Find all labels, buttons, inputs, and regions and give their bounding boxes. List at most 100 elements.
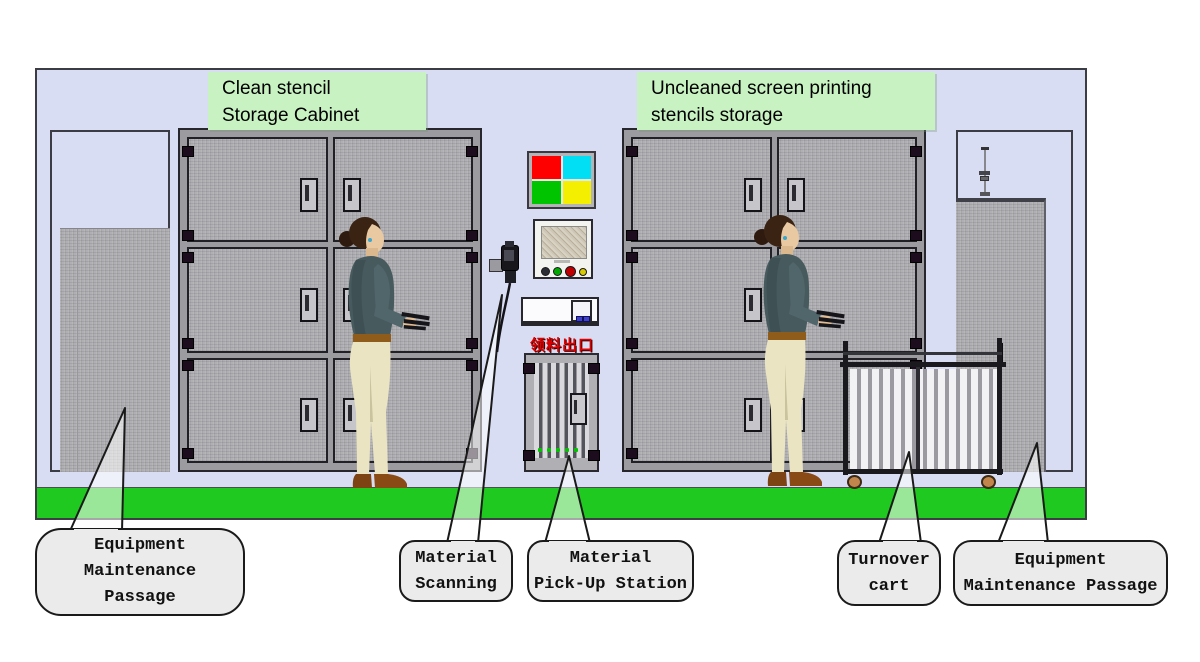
cabinet-door [187,357,328,463]
output-shelf [521,297,599,326]
hinge [523,363,535,374]
rack-slats [534,363,589,458]
hinge [588,450,600,461]
callout-junction [1003,541,1044,546]
hinge [626,448,638,459]
door-handle [299,398,318,433]
callout-line: Scanning [415,575,497,594]
label-uncleaned-stencil-storage: Uncleaned screen printing stencils stora… [637,72,935,130]
valve-top [981,147,989,150]
cabinet-door [187,247,328,353]
cart-wheel [847,475,862,489]
label-line: Uncleaned screen printing [651,78,872,99]
hinge [910,146,922,157]
button-yellow [579,268,587,276]
status-quadrant-yellow [562,181,591,204]
rack-indicator [547,448,551,452]
callout-line: Passage [104,588,176,607]
callout-junction [74,529,118,534]
callout-line: Equipment [1014,551,1107,570]
door-handle [743,287,762,322]
cabinet-doors [187,137,473,463]
status-quadrant-green [532,181,561,204]
pickup-exit-sign: 领料出口 [529,336,594,354]
callout-material-scanning: Material Scanning [399,540,513,602]
hinge [182,360,194,371]
cabinet-door [187,137,328,243]
button-green [553,267,562,276]
cabinet-door [776,137,917,243]
callout-line: Turnover [848,551,930,570]
door-handle [786,177,805,212]
door-handle [743,177,762,212]
green-floor [37,487,1085,518]
status-quadrant-red [532,156,561,179]
cart-wheel [981,475,996,489]
hinge [626,360,638,371]
shelf-item [583,316,590,322]
button-dark [541,267,550,276]
valve-foot [980,192,990,196]
hinge [910,230,922,241]
callout-line: Maintenance Passage [963,577,1158,596]
label-line: Clean stencil [222,78,331,99]
callout-left-equipment-maintenance-passage: Equipment Maintenance Passage [35,528,245,616]
status-quadrant-cyan [562,156,591,179]
worker-at-clean-cabinet [339,217,430,488]
button-red [565,266,576,277]
panel-bar [554,260,570,263]
hinge [910,252,922,263]
hinge [626,252,638,263]
cart-post-right [997,338,1002,475]
callout-line: Pick-Up Station [533,575,688,594]
door-handle [342,177,361,212]
hinge [910,338,922,349]
cabinet-door [631,247,772,353]
hinge [466,146,478,157]
callout-line: Equipment [94,536,186,555]
cart-handle-bar [843,352,1002,355]
cart-divider [916,367,920,471]
label-line: Storage Cabinet [222,105,360,126]
hinge [626,146,638,157]
hinge [182,146,194,157]
callout-junction [451,541,475,546]
label-clean-stencil-storage: Clean stencil Storage Cabinet [208,72,426,130]
hinge [523,450,535,461]
scanner-lens [504,250,514,261]
worker-at-uncleaned-cabinet [754,215,845,486]
hinge [182,252,194,263]
cart-post-left [843,341,848,475]
door-handle [299,287,318,322]
callout-junction [549,541,586,546]
door-handle [743,398,762,433]
scanner-grip [505,271,516,283]
hinge [466,252,478,263]
monitor-screen [541,226,587,259]
callout-material-pickup-station: Material Pick-Up Station [527,540,694,602]
shelf-item [576,316,583,322]
clean-stencil-cabinet [178,128,482,472]
panel-seam [77,229,78,472]
cart-slats [850,369,998,469]
label-line: stencils storage [651,105,784,126]
hinge [182,448,194,459]
hinge [626,230,638,241]
hinge [466,360,478,371]
rack-indicator [574,448,578,452]
left-passage-panel [60,228,170,472]
callout-turnover-cart: Turnover cart [837,540,941,606]
rack-indicator [565,448,569,452]
rack-indicator [538,448,542,452]
valve-cap [979,171,990,175]
callout-junction [883,541,917,546]
hinge [626,338,638,349]
status-display [527,151,596,209]
hinge [466,230,478,241]
hinge [466,448,478,459]
callout-line: cart [868,577,910,596]
scanner-knob [505,241,514,247]
callout-right-equipment-maintenance-passage: Equipment Maintenance Passage [953,540,1168,606]
hinge [466,338,478,349]
